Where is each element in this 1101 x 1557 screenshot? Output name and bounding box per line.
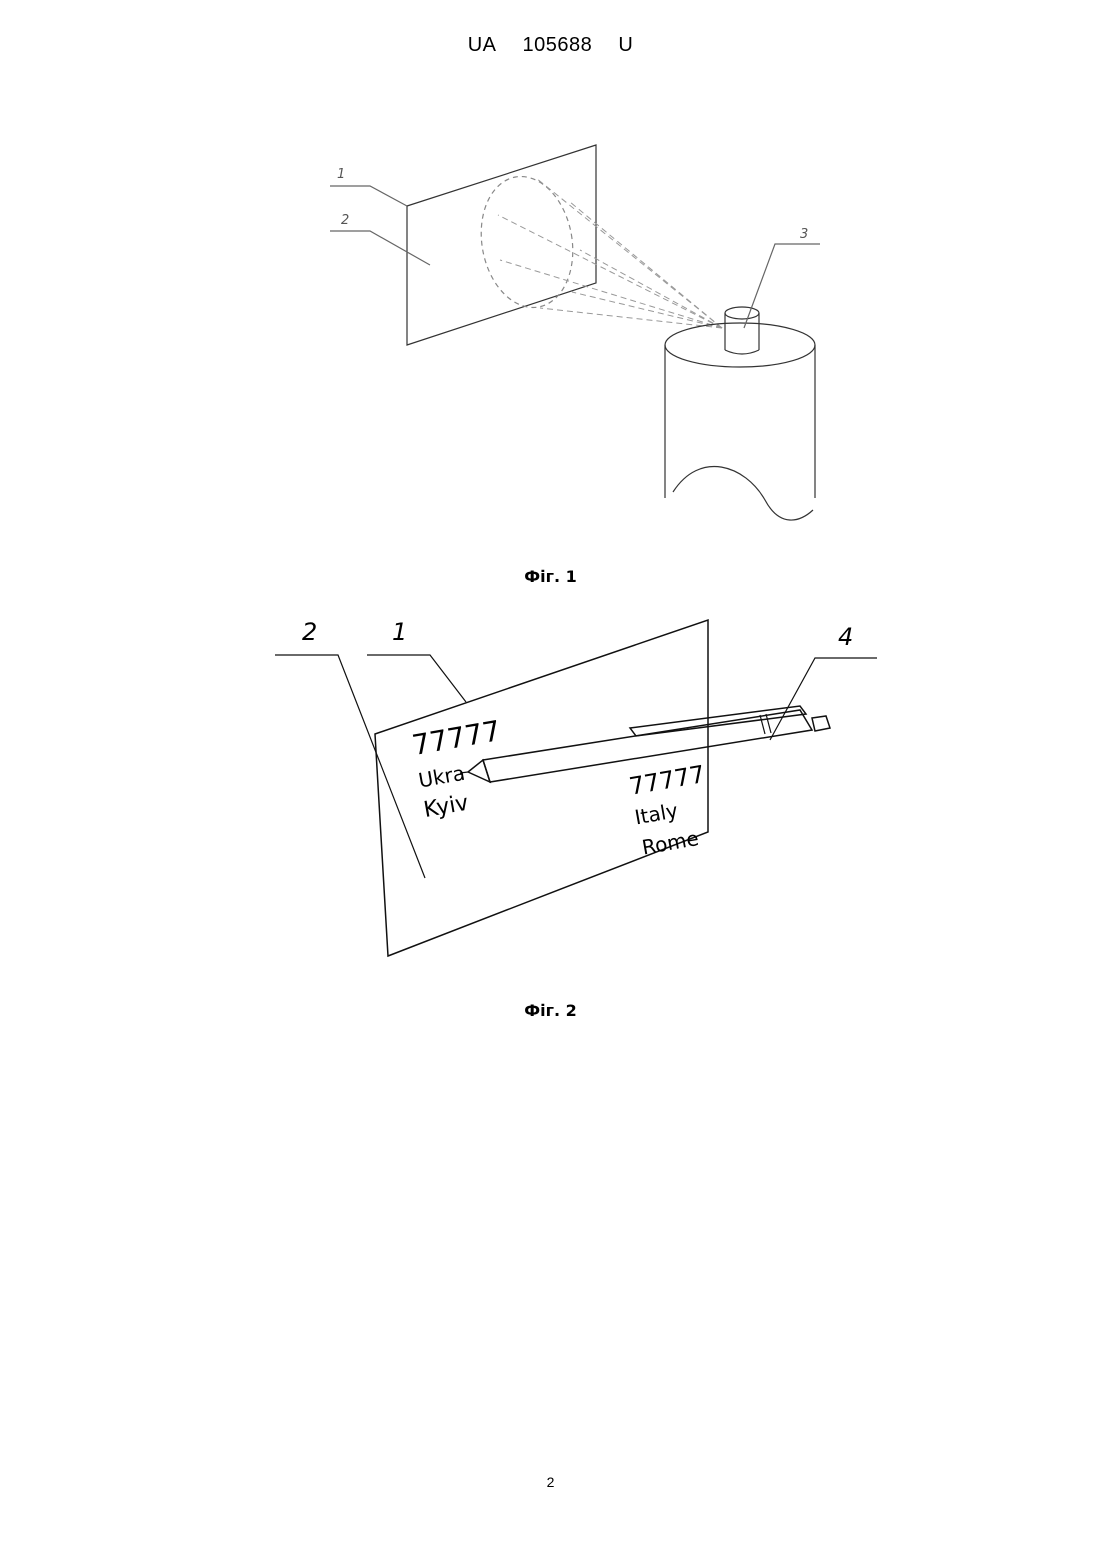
can-top — [665, 323, 815, 367]
figure-2-label-2: 2 — [302, 618, 317, 646]
figure-2-label-4: 4 — [838, 623, 853, 651]
patent-number: 105688 — [523, 34, 593, 56]
can-break-line — [673, 466, 813, 520]
card-text-right: 77777 Italy Rome — [627, 760, 717, 860]
figure-1-label-2: 2 — [341, 213, 349, 228]
figure-2-label-1: 1 — [392, 618, 407, 646]
card-right-line1: Italy — [633, 798, 680, 829]
leader-line-1 — [330, 186, 407, 206]
patent-kind-code: U — [618, 34, 633, 56]
card-surface — [407, 145, 596, 345]
card-left-line1: Ukra — [417, 761, 467, 793]
figure-1-caption: Фіг. 1 — [0, 567, 1101, 586]
card-right-code: 77777 — [627, 760, 707, 801]
figure-2-caption: Фіг. 2 — [0, 1001, 1101, 1020]
figure-1-label-3: 3 — [800, 227, 808, 242]
figure-1: 1 2 3 — [0, 120, 1101, 540]
nozzle-top — [725, 307, 759, 319]
figure-1-drawing: 1 2 3 — [0, 120, 1101, 540]
spray-rays — [498, 178, 722, 328]
figure-2: 2 1 4 77777 Ukra Kyiv 77777 Italy Rome — [0, 610, 1101, 970]
figure-2-drawing: 2 1 4 77777 Ukra Kyiv 77777 Italy Rome — [0, 610, 1101, 970]
figure-1-label-1: 1 — [337, 167, 345, 182]
patent-header: UA 105688 U — [0, 34, 1101, 57]
card-right-line2: Rome — [640, 826, 700, 860]
leader-line-3 — [744, 244, 820, 328]
card-left-code: 77777 — [410, 714, 503, 762]
nozzle-bottom — [725, 350, 759, 354]
page-number: 2 — [0, 1474, 1101, 1490]
leader-line-4 — [770, 658, 877, 740]
card-text-left: 77777 Ukra Kyiv — [410, 714, 514, 823]
patent-country-code: UA — [468, 34, 497, 56]
card-left-line2: Kyiv — [422, 791, 471, 823]
leader-line-1 — [367, 655, 466, 702]
leader-line-2 — [275, 655, 425, 878]
leader-line-2 — [330, 231, 430, 265]
